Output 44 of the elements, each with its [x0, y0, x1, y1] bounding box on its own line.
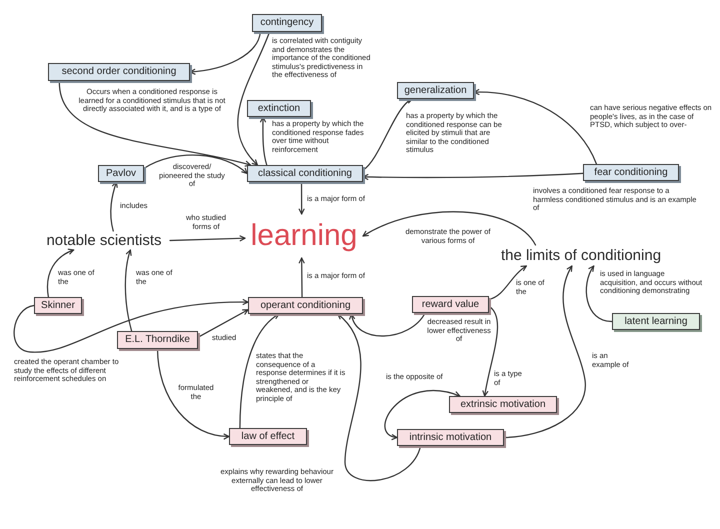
- arrow: [237, 31, 270, 166]
- arrow: [337, 313, 422, 482]
- arrow: [362, 211, 536, 246]
- arrow: [298, 181, 305, 215]
- arrow: [482, 306, 498, 397]
- concept-box: law of effect: [229, 428, 307, 445]
- arrow: [260, 116, 268, 166]
- arrow: [239, 313, 280, 429]
- concept-box: intrinsic motivation: [397, 429, 504, 446]
- arrow: [586, 265, 613, 322]
- arrow: [362, 172, 584, 180]
- concept-box: extrinsic motivation: [449, 396, 557, 413]
- concept-box: E.L. Thorndike: [117, 331, 198, 349]
- concept-label: notable scientists: [38, 231, 170, 250]
- concept-box: Pavlov: [98, 165, 144, 182]
- arrow: [384, 390, 460, 440]
- central-concept: learning: [245, 214, 363, 258]
- arrow: [14, 299, 249, 353]
- concept-box: classical conditioning: [247, 165, 363, 182]
- arrow: [362, 98, 413, 171]
- arrow: [298, 257, 305, 298]
- concept-box: extinction: [247, 100, 311, 117]
- arrow: [58, 80, 252, 167]
- arrow: [488, 265, 527, 300]
- arrow: [197, 309, 249, 338]
- arrow: [169, 235, 246, 242]
- concept-box: latent learning: [612, 313, 700, 330]
- concept-box: contingency: [252, 14, 322, 32]
- concept-box: second order conditioning: [48, 63, 190, 81]
- concept-box: fear conditioning: [583, 164, 679, 181]
- arrow: [350, 312, 426, 337]
- arrow: [503, 265, 586, 438]
- arrow: [46, 248, 74, 298]
- concept-box: reward value: [412, 296, 489, 313]
- concept-box: generalization: [397, 82, 474, 99]
- arrow: [110, 181, 118, 232]
- arrow: [124, 249, 132, 332]
- concept-label: the limits of conditioning: [490, 245, 672, 266]
- arrow: [189, 31, 261, 75]
- arrow: [473, 89, 598, 165]
- concept-box: Skinner: [34, 297, 82, 314]
- concept-box: operant conditioning: [248, 297, 363, 314]
- arrow: [156, 348, 230, 440]
- arrow: [143, 154, 248, 174]
